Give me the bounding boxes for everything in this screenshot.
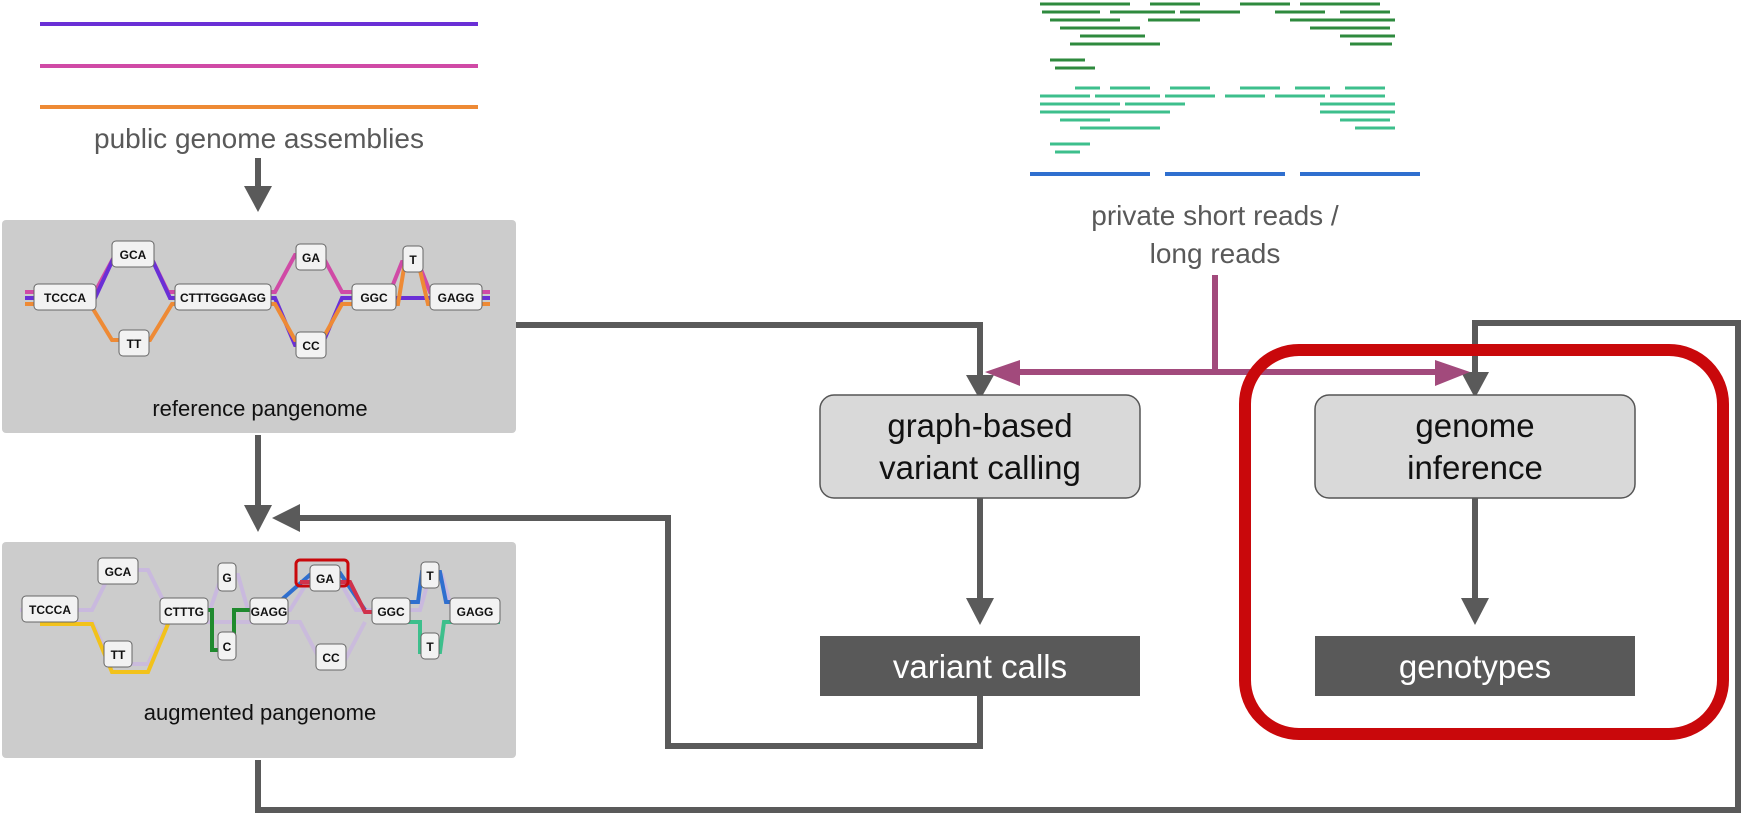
ref-node-TCCCA: [33, 283, 97, 311]
arrow-inference-to-genotypes: [1461, 498, 1489, 625]
ref-node-GCA: [111, 240, 155, 268]
svg-text:GCA: GCA: [105, 565, 132, 579]
aug-node-GCA: [97, 557, 139, 585]
svg-text:TT: TT: [111, 648, 126, 662]
aug-node-TT: [103, 640, 133, 668]
public-assemblies-lines: [40, 22, 478, 109]
augmented-pangenome-label: augmented pangenome: [144, 700, 376, 725]
arrow-reference-to-augmented: [244, 435, 272, 532]
svg-text:TCCCA: TCCCA: [29, 603, 71, 617]
genome-inference-box: genome inference: [1314, 394, 1636, 499]
aug-node-GAGG: [249, 597, 289, 625]
aug-node-GGC: [371, 597, 411, 625]
aug-node-TCCCA: [21, 595, 79, 623]
svg-text:GA: GA: [316, 572, 334, 586]
svg-text:CC: CC: [302, 339, 320, 353]
reference-graph-nodes: TCCCA GCA TT CTTTGGGAGG GA CC T GGC GAGG: [33, 240, 483, 359]
svg-text:GAGG: GAGG: [457, 605, 494, 619]
connector-augmented-to-genome-inference: [255, 320, 1741, 813]
svg-text:CTTTG: CTTTG: [164, 605, 204, 619]
connector-calls-to-augmented: [272, 504, 983, 749]
aug-node-T-upper: [420, 561, 440, 589]
aug-node-GAGG-end: [449, 597, 501, 625]
svg-text:GGC: GGC: [360, 291, 388, 305]
svg-text:inference: inference: [1407, 449, 1543, 486]
svg-text:variant calling: variant calling: [879, 449, 1081, 486]
svg-text:genotypes: genotypes: [1399, 648, 1551, 685]
aug-node-T-lower: [420, 632, 440, 660]
private-reads-label-line2: long reads: [1150, 238, 1281, 269]
svg-text:GCA: GCA: [120, 248, 147, 262]
svg-text:T: T: [409, 253, 417, 267]
svg-text:GA: GA: [302, 251, 320, 265]
ref-node-GGC: [351, 283, 397, 311]
svg-text:variant calls: variant calls: [893, 648, 1067, 685]
ref-node-GAGG: [429, 283, 483, 311]
arrow-assemblies-to-reference: [244, 158, 272, 212]
ref-node-T: [402, 245, 424, 273]
reads-light-green: [1040, 86, 1395, 154]
reads-dark-green: [1040, 2, 1395, 70]
public-assemblies-label: public genome assemblies: [94, 123, 424, 154]
ref-node-CC: [295, 331, 327, 359]
aug-node-CC: [315, 643, 347, 671]
aug-node-GA: [309, 564, 341, 592]
svg-text:CC: CC: [322, 651, 340, 665]
reference-pangenome-panel: TCCCA GCA TT CTTTGGGAGG GA CC T GGC GAGG…: [2, 220, 516, 433]
highlight-frame: [1239, 344, 1729, 740]
private-reads-label-line1: private short reads /: [1091, 200, 1339, 231]
ref-node-GA: [295, 243, 327, 271]
svg-text:C: C: [223, 640, 232, 654]
variant-calls-box: variant calls: [820, 636, 1140, 696]
private-reads-illustration: [1030, 2, 1420, 176]
svg-text:GGC: GGC: [377, 605, 405, 619]
svg-text:CTTTGGGAGG: CTTTGGGAGG: [180, 291, 266, 305]
connector-reference-to-tools: [516, 322, 994, 400]
graph-variant-calling-box: graph-based variant calling: [819, 394, 1141, 499]
svg-text:G: G: [222, 571, 231, 585]
ref-node-TT: [118, 329, 150, 357]
svg-text:graph-based: graph-based: [887, 407, 1072, 444]
svg-text:T: T: [426, 640, 434, 654]
augmented-graph-nodes: TCCCA GCA TT CTTTG G C GAGG GA CC GGC T …: [21, 557, 501, 671]
connector-reads-to-tools: [985, 275, 1470, 386]
aug-node-C: [217, 631, 237, 661]
ref-node-CTTTGGGAGG: [174, 283, 272, 311]
svg-text:TCCCA: TCCCA: [44, 291, 86, 305]
genotypes-box: genotypes: [1315, 636, 1635, 696]
svg-text:TT: TT: [127, 337, 142, 351]
svg-text:GAGG: GAGG: [251, 605, 288, 619]
aug-node-CTTTG: [159, 597, 209, 625]
arrow-calling-to-calls: [966, 498, 994, 625]
svg-text:genome: genome: [1415, 407, 1534, 444]
aug-node-G: [217, 562, 237, 592]
svg-text:GAGG: GAGG: [438, 291, 475, 305]
svg-text:T: T: [426, 569, 434, 583]
reference-pangenome-label: reference pangenome: [152, 396, 367, 421]
augmented-pangenome-panel: TCCCA GCA TT CTTTG G C GAGG GA CC GGC T …: [2, 542, 516, 758]
